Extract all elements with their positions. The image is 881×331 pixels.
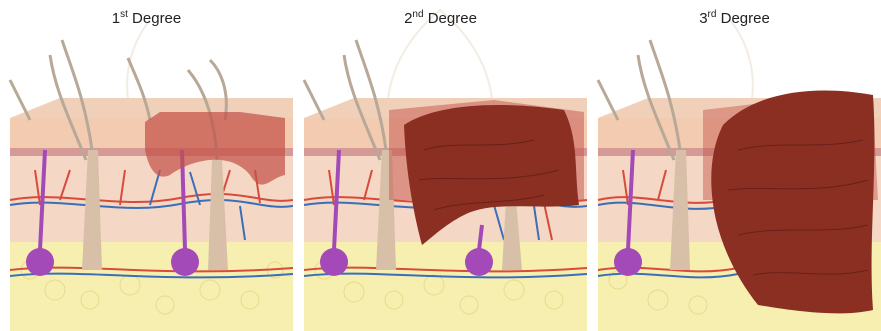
subcutaneous-layer [304,242,587,331]
skin-diagram-first-degree [0,0,293,331]
panel-second-degree: 2nd Degree [294,0,587,331]
skin-diagram-second-degree [294,0,587,331]
subcutaneous-layer [10,242,293,331]
panel-third-degree: 3rd Degree [588,0,881,331]
skin-diagram-third-degree [588,0,881,331]
panel-first-degree: 1st Degree [0,0,293,331]
